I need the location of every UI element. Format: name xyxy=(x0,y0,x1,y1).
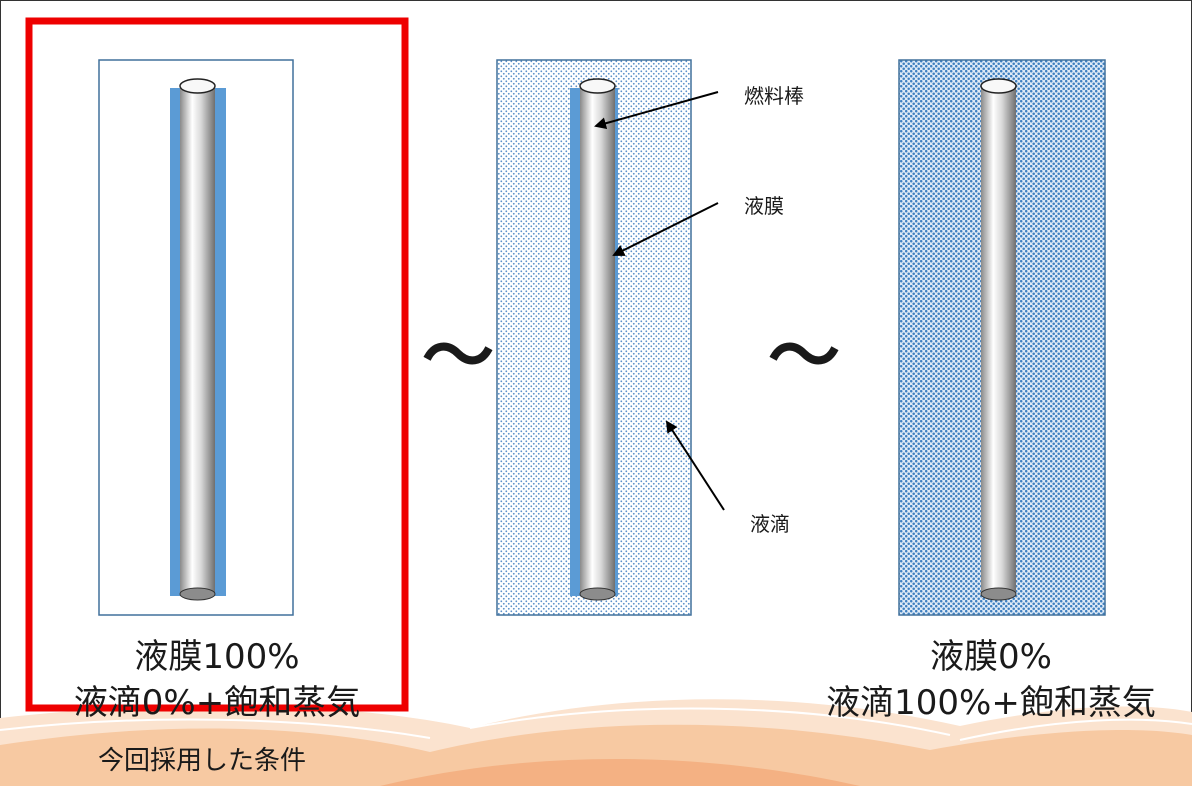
liquid-film-arrow xyxy=(612,202,719,256)
footer-wave-band xyxy=(0,699,1192,786)
panel3-caption-line2: 液滴100%+飽和蒸気 xyxy=(826,683,1156,723)
liquid-film-label: 液膜 xyxy=(744,194,784,218)
panel3-caption-line1: 液膜0% xyxy=(930,637,1052,677)
panel1-caption-line2: 液滴0%+飽和蒸気 xyxy=(73,683,361,723)
fuel-rod xyxy=(980,78,1017,601)
adopted-condition-highlight xyxy=(25,17,409,712)
fuel-rod-arrow xyxy=(594,91,719,130)
panel-droplet-100 xyxy=(898,59,1106,616)
droplet-label: 液滴 xyxy=(750,512,790,536)
panel-mixed xyxy=(496,59,725,616)
panel1-caption-line1: 液膜100% xyxy=(134,637,300,677)
approx-symbol-left: ～ xyxy=(422,314,495,398)
panel1-caption: 液膜100% 液滴0%+飽和蒸気 xyxy=(40,634,394,726)
droplet-arrow xyxy=(665,420,725,511)
fuel-rod xyxy=(579,78,616,601)
fuel-rod-label: 燃料棒 xyxy=(744,84,804,108)
panel3-caption: 液膜0% 液滴100%+飽和蒸気 xyxy=(796,634,1186,726)
adopted-condition-note: 今回採用した条件 xyxy=(98,746,307,776)
fuel-rod xyxy=(179,78,216,601)
panel-film-100 xyxy=(98,59,294,616)
approx-symbol-right: ～ xyxy=(768,314,841,398)
